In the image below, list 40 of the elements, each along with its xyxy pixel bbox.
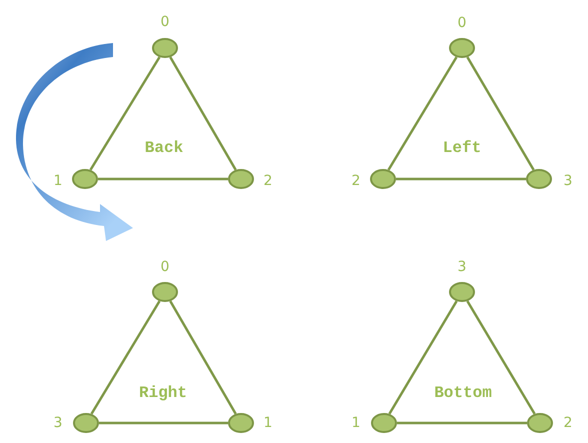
vertex-ellipse — [370, 169, 396, 189]
edge-line — [388, 300, 458, 415]
vertex-number: 2 — [564, 416, 572, 430]
face-label: Right — [139, 385, 187, 401]
edge-line — [397, 422, 527, 424]
edge-line — [99, 422, 228, 424]
edge-line — [98, 178, 228, 180]
vertex-ellipse — [449, 282, 475, 302]
face-label: Back — [144, 140, 184, 156]
edge-line — [169, 56, 237, 171]
vertex-ellipse — [228, 169, 254, 189]
edge-line — [90, 300, 161, 415]
edge-line — [169, 300, 237, 415]
vertex-number: 1 — [54, 174, 62, 188]
edge-line — [396, 178, 526, 180]
edge-line — [466, 56, 535, 171]
vertex-number: 0 — [458, 16, 466, 30]
vertex-ellipse — [527, 413, 553, 433]
vertex-ellipse — [371, 413, 397, 433]
edge-line — [387, 56, 458, 171]
vertex-ellipse — [526, 169, 552, 189]
vertex-ellipse — [72, 169, 98, 189]
vertex-ellipse — [152, 282, 178, 302]
face-label: Left — [442, 140, 482, 156]
vertex-number: 0 — [160, 260, 170, 274]
face-label: Bottom — [434, 385, 492, 401]
vertex-number: 3 — [54, 416, 62, 430]
edge-line — [466, 300, 536, 415]
vertex-number: 1 — [352, 416, 360, 430]
vertex-ellipse — [228, 413, 254, 433]
vertex-number: 0 — [160, 15, 170, 29]
vertex-number: 3 — [458, 260, 466, 274]
vertex-number: 2 — [264, 174, 272, 188]
edge-line — [89, 56, 161, 171]
vertex-ellipse — [73, 413, 99, 433]
vertex-ellipse — [449, 38, 475, 58]
vertex-number: 1 — [264, 416, 272, 430]
vertex-ellipse — [152, 38, 178, 58]
vertex-number: 2 — [352, 174, 360, 188]
vertex-number: 3 — [564, 174, 572, 188]
